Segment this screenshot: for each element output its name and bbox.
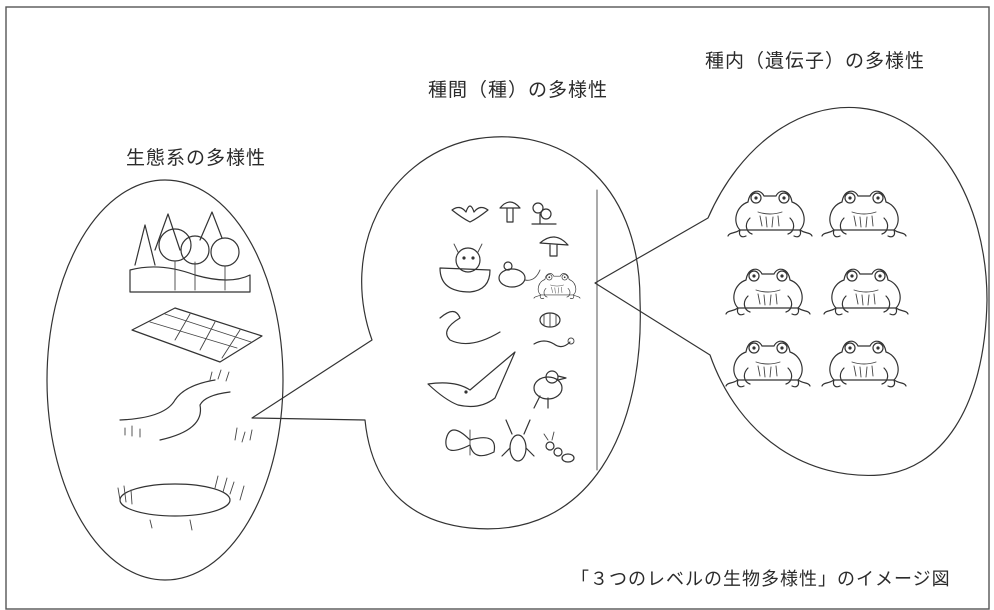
frog-icon (821, 190, 907, 238)
ant-icon (543, 431, 575, 463)
eagle-icon (427, 351, 516, 408)
figure-caption: 「３つのレベルの生物多様性」のイメージ図 (571, 569, 951, 590)
snake-icon (439, 310, 501, 345)
frog-icon (725, 268, 811, 316)
frog-icon (727, 190, 813, 238)
forest-icon (129, 211, 251, 293)
farmland-icon (131, 307, 263, 363)
river-icon (119, 369, 253, 443)
frog-icon (823, 268, 909, 316)
butterfly-icon (445, 429, 496, 457)
species-bubble (251, 136, 641, 530)
mushroom-icon (499, 201, 569, 257)
sparrow-icon (533, 370, 567, 409)
mouse-icon (498, 261, 541, 288)
ecosystem-bubble (46, 179, 284, 581)
genetic-diversity-label: 種内（遺伝子）の多様性 (705, 50, 926, 72)
caterpillar-icon (533, 337, 575, 348)
pill-bug-icon (539, 312, 561, 328)
flower-icon (531, 202, 557, 225)
wetland-icon (117, 475, 245, 531)
border-frame (5, 6, 990, 610)
species-diversity-label: 種間（種）の多様性 (428, 79, 609, 101)
genetic-bubble (594, 106, 988, 477)
ecosystem-diversity-label: 生態系の多様性 (126, 147, 267, 169)
stag-beetle-icon (501, 419, 535, 462)
frog-icon (533, 273, 581, 299)
frog-icon (725, 340, 811, 388)
bat-icon (451, 205, 489, 223)
frog-icon (821, 340, 907, 388)
raccoon-dog-icon (439, 243, 491, 293)
